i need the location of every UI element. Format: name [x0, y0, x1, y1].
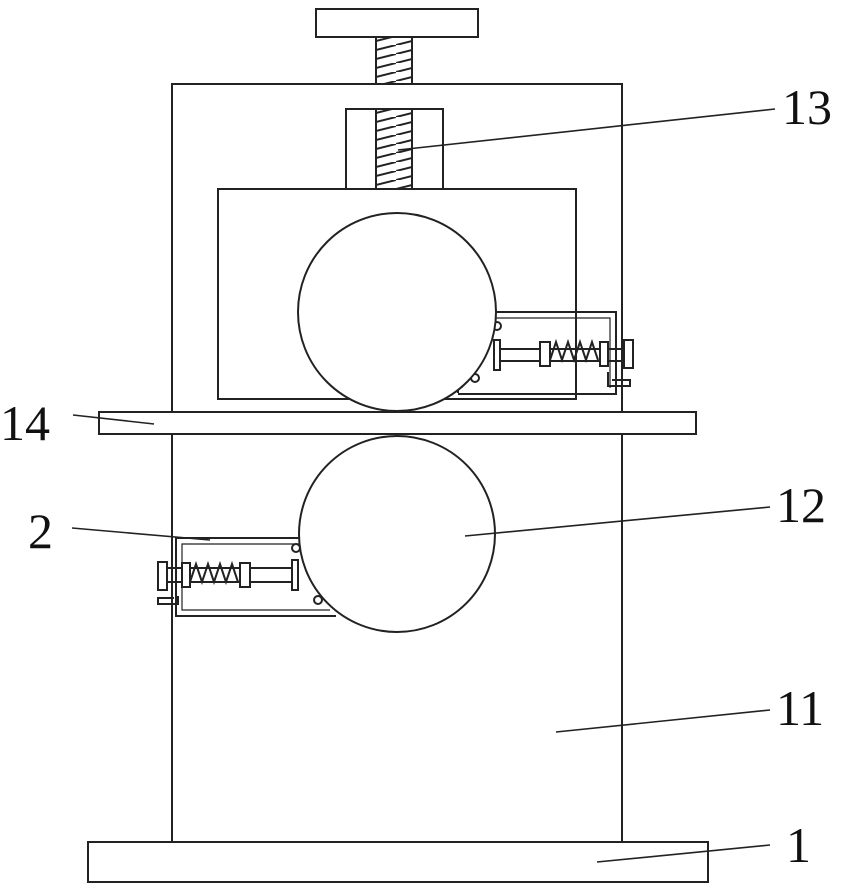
label-12: 12 — [776, 477, 826, 533]
upper-spring-collar — [539, 341, 551, 367]
lower-spring-bracket — [175, 537, 336, 617]
screw-upper — [375, 36, 413, 85]
leader-14 — [72, 414, 155, 425]
lower-pivot-bottom — [313, 595, 323, 605]
lower-spring-coil — [189, 560, 239, 586]
lower-spring-stop — [181, 562, 191, 588]
lower-spring-collar — [239, 562, 251, 588]
label-2: 2 — [28, 503, 53, 559]
label-14: 14 — [0, 395, 50, 451]
lower-spring-knob — [157, 561, 168, 591]
leader-11 — [555, 709, 771, 733]
base-plate — [87, 841, 709, 883]
lower-spring-assembly — [157, 537, 336, 617]
leader-12 — [464, 506, 771, 537]
upper-spring-knob — [623, 339, 634, 369]
label-13: 13 — [782, 79, 832, 135]
top-handle — [315, 8, 479, 38]
lower-spring-latch — [157, 596, 179, 605]
label-1: 1 — [786, 817, 811, 873]
lower-spring-contact — [291, 559, 299, 591]
upper-spring-stop — [599, 341, 609, 367]
upper-spring-coil — [549, 338, 599, 364]
leader-2 — [71, 527, 211, 541]
upper-spring-contact — [493, 339, 501, 371]
leader-13 — [397, 108, 776, 151]
label-11: 11 — [776, 680, 824, 736]
leader-1 — [596, 844, 771, 863]
workpiece-strip — [98, 411, 697, 435]
lower-roller — [298, 435, 496, 633]
upper-roller — [297, 212, 497, 412]
upper-spring-latch — [607, 372, 631, 387]
